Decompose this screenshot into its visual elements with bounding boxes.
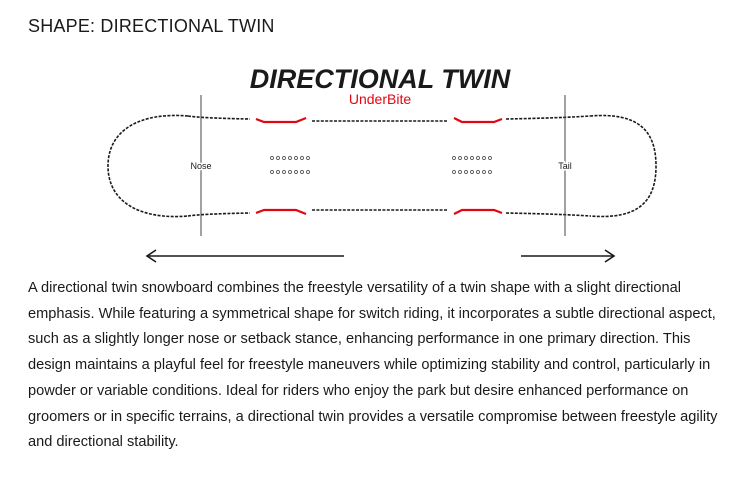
nose-binding-inserts xyxy=(270,156,310,174)
board-outline-bottom xyxy=(187,209,591,217)
tail-binding-inserts xyxy=(452,156,492,174)
board-tail-outline xyxy=(589,114,657,218)
nose-label: Nose xyxy=(190,161,211,171)
tail-direction-arrow xyxy=(521,249,616,263)
underbite-nose-top xyxy=(255,116,307,124)
board-nose-outline xyxy=(107,114,189,218)
section-heading: SHAPE: DIRECTIONAL TWIN xyxy=(28,16,275,36)
tail-label: Tail xyxy=(558,161,572,171)
underbite-tail-top xyxy=(453,117,503,124)
underbite-nose-bottom xyxy=(255,208,307,216)
board-shape-diagram: DIRECTIONAL TWIN UnderBite Nose Tail xyxy=(107,64,657,263)
diagram-subtitle: UnderBite xyxy=(349,91,411,107)
board-outline-top xyxy=(187,115,591,122)
underbite-tail-bottom xyxy=(453,208,503,215)
shape-description: A directional twin snowboard combines th… xyxy=(28,280,718,451)
diagram-title: DIRECTIONAL TWIN xyxy=(250,64,511,94)
nose-direction-arrow xyxy=(145,249,344,263)
